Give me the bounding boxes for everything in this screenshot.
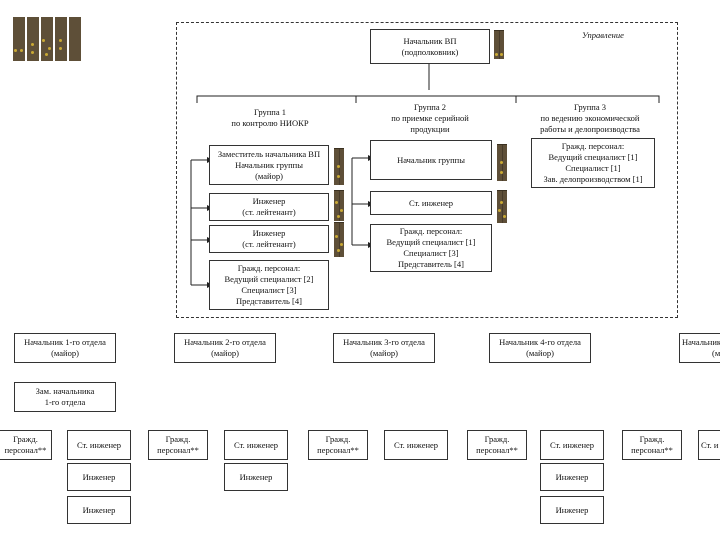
management-frame bbox=[176, 22, 678, 318]
senior-engineer-box: Ст. инженер bbox=[540, 430, 604, 460]
engineer-box: Инженер bbox=[540, 463, 604, 491]
group-2-civil-box: Гражд. персонал:Ведущий специалист [1]Сп… bbox=[370, 224, 492, 272]
rank-strap-icon bbox=[334, 148, 344, 185]
rank-strap-icon bbox=[497, 144, 507, 181]
department-3-head: Начальник 3-го отдела(майор) bbox=[333, 333, 435, 363]
civil-personnel-box: Гражд.персонал** bbox=[0, 430, 52, 460]
senior-engineer-box: Ст. инженер bbox=[224, 430, 288, 460]
group-2-senior-engineer-box: Ст. инженер bbox=[370, 191, 492, 215]
department-5-head: Начальник(м bbox=[679, 333, 720, 363]
rank-strap-icon bbox=[494, 30, 504, 59]
engineer-box: Инженер bbox=[67, 496, 131, 524]
department-1-head: Начальник 1-го отдела(майор) bbox=[14, 333, 116, 363]
management-label: Управление bbox=[582, 30, 624, 40]
group-1-engineer-box: Инженер(ст. лейтенант) bbox=[209, 193, 329, 221]
engineer-box: Инженер bbox=[224, 463, 288, 491]
rank-strap-icon bbox=[334, 222, 344, 257]
department-2-head: Начальник 2-го отдела(майор) bbox=[174, 333, 276, 363]
group-1-engineer-box: Инженер(ст. лейтенант) bbox=[209, 225, 329, 253]
rank-strap-icon bbox=[334, 190, 344, 221]
group-3-civil-box: Гражд. персонал:Ведущий специалист [1]Сп… bbox=[531, 138, 655, 188]
civil-personnel-box: Гражд.персонал** bbox=[308, 430, 368, 460]
department-4-head: Начальник 4-го отдела(майор) bbox=[489, 333, 591, 363]
senior-engineer-box: Ст. инженер bbox=[384, 430, 448, 460]
senior-engineer-box: Ст. и bbox=[698, 430, 720, 460]
engineer-box: Инженер bbox=[67, 463, 131, 491]
civil-personnel-box: Гражд.персонал** bbox=[622, 430, 682, 460]
engineer-box: Инженер bbox=[540, 496, 604, 524]
group-2-head-box: Начальник группы bbox=[370, 140, 492, 180]
rank-strap-icon bbox=[497, 190, 507, 223]
civil-personnel-box: Гражд.персонал** bbox=[467, 430, 527, 460]
group-1-civil-box: Гражд. персонал:Ведущий специалист [2]Сп… bbox=[209, 260, 329, 310]
senior-engineer-box: Ст. инженер bbox=[67, 430, 131, 460]
head-box: Начальник ВП(подполковник) bbox=[370, 29, 490, 64]
civil-personnel-box: Гражд.персонал** bbox=[148, 430, 208, 460]
